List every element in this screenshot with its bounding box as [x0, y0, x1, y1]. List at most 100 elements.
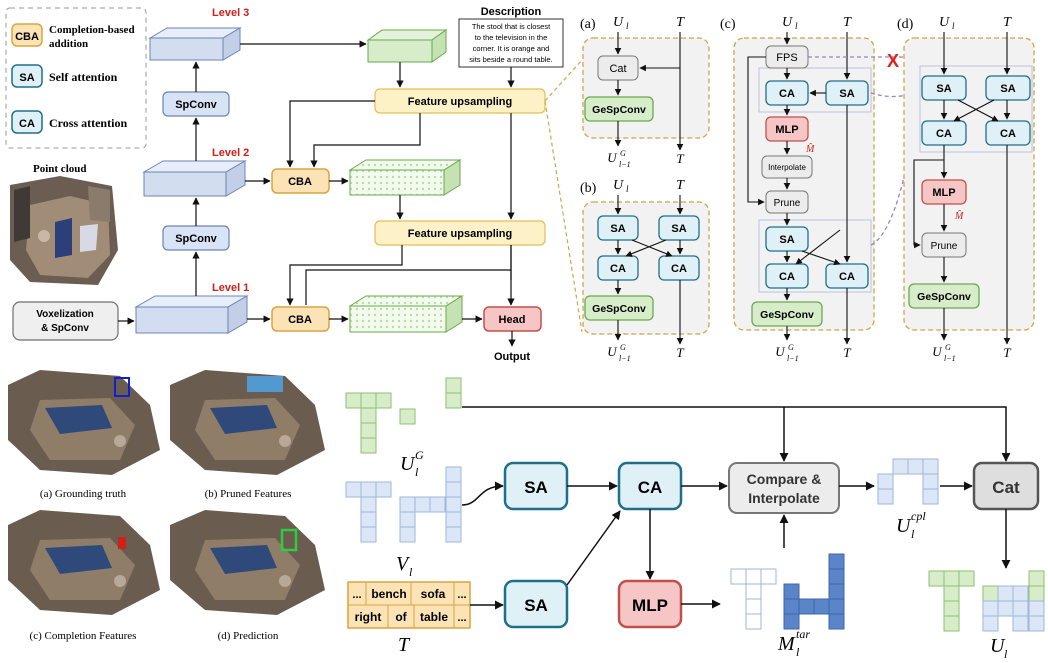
token-r2-c4: ... [457, 612, 466, 624]
compare-interpolate-box [728, 462, 840, 514]
panel-c-label: (c) [720, 17, 736, 32]
panel-d-inner-frame [919, 65, 1033, 153]
panel-c-arrows [747, 32, 851, 345]
legend-sa-tag: SA [19, 72, 34, 84]
ug-cells [345, 377, 462, 454]
thumb-b-caption: (b) Pruned Features [205, 488, 292, 500]
panel-a-ul: U [613, 15, 624, 30]
mtar-cells-filled [783, 553, 845, 630]
description-line-1: The stool that is closest [472, 22, 551, 31]
ul-green-cells [928, 570, 1045, 632]
description-line-2: to the television in the [475, 33, 548, 42]
ucpl-label-sup: cpl [911, 509, 926, 523]
panel-d-ca-left-label: CA [936, 128, 952, 140]
panel-d-ul: U [939, 15, 950, 30]
panel-c-t: T [843, 15, 852, 30]
ul-label-sub: l [1004, 647, 1008, 661]
bottom-sa-bottom-label: SA [524, 596, 548, 615]
level3-slab [148, 27, 242, 61]
t-label: T [398, 634, 411, 656]
panel-c-ug: U [775, 344, 786, 359]
panel-b-ca-right [658, 255, 700, 281]
voxelization-label-1: Voxelization [36, 309, 94, 320]
panel-c-inner-frame-bottom [758, 219, 872, 293]
panel-b-sa-right [658, 215, 700, 241]
token-r1-c2: bench [371, 587, 406, 601]
panel-a-frame [582, 37, 710, 139]
ug-label: U [400, 453, 416, 475]
thumb-completion-features [8, 510, 160, 615]
panel-c-ug-sup: G [788, 343, 794, 352]
level3-label: Level 3 [212, 7, 249, 19]
panel-d-t: T [1003, 15, 1012, 30]
output-label: Output [494, 351, 530, 363]
vl-label-sub: l [409, 565, 413, 579]
token-grid [347, 581, 471, 629]
panel-c-mhat: M̂ [805, 142, 815, 155]
zoom-connector-bottom [544, 100, 583, 333]
ug-label-sup: G [415, 448, 424, 462]
panel-b-ug: U [607, 344, 618, 359]
panel-b-gespconv-label: GeSpConv [592, 303, 646, 315]
zoom-connector-top [544, 59, 583, 102]
legend-cba-swatch [11, 23, 43, 47]
token-r2-c1: right [355, 610, 382, 624]
token-r1-c4: ... [457, 589, 466, 601]
panel-c-ca-bottom-right-label: CA [839, 271, 855, 283]
panel-d-mlp-label: MLP [932, 187, 955, 199]
ucpl-label-sub: l [911, 527, 915, 541]
bottom-mlp-label: MLP [632, 596, 668, 615]
thumb-prediction [170, 510, 325, 615]
vl-label: V [396, 553, 411, 575]
description-box [458, 18, 564, 68]
panel-b-ul: U [613, 178, 624, 193]
panel-d-sa-right-label: SA [1000, 83, 1015, 95]
purple-link-top [870, 91, 916, 99]
spconv-label-lower: SpConv [175, 233, 217, 245]
ul-blue-cells [982, 585, 1045, 632]
panel-c-ul: U [782, 15, 793, 30]
panel-b-ca-right-label: CA [671, 263, 687, 275]
thumb-c-caption: (c) Completion Features [30, 630, 137, 642]
legend-ca-text: Cross attention [49, 116, 127, 130]
voxelization-label-2: & SpConv [41, 323, 89, 334]
panel-d-gespconv-label: GeSpConv [917, 291, 971, 303]
legend-sa-text: Self attention [49, 70, 118, 84]
panel-d-ca-right [985, 120, 1031, 146]
spconv-label-upper: SpConv [175, 99, 217, 111]
panel-a-label: (a) [580, 17, 596, 32]
panel-d-mhat: M̂ [954, 209, 964, 222]
panel-d-ca-right-label: CA [1000, 128, 1016, 140]
panel-d-arrows [913, 32, 1011, 345]
ul-label: U [990, 635, 1006, 657]
cross-mark: X [887, 51, 899, 71]
panel-c-fps-label: FPS [776, 52, 797, 64]
panel-c-interpolate-label: Interpolate [768, 163, 806, 172]
panel-b-sa-right-label: SA [671, 223, 686, 235]
panel-c-frame [733, 37, 875, 331]
pipeline-arrows [118, 40, 516, 347]
panel-a-ug: U [607, 150, 618, 165]
compare-label-2: Interpolate [748, 490, 820, 506]
token-r1-c1: ... [352, 589, 361, 601]
level2-label: Level 2 [212, 147, 249, 159]
panel-c-ca-top-label: CA [779, 88, 795, 100]
description-title: Description [481, 6, 542, 18]
legend-cba-text-1: Completion-based [49, 24, 135, 36]
token-r2-c3: table [420, 610, 448, 624]
point-cloud-image [10, 176, 118, 285]
cba-label-upper: CBA [288, 176, 312, 188]
panel-c-sa-bottom-label: SA [779, 234, 794, 246]
panel-c-prune-label: Prune [774, 198, 801, 209]
panel-b-gespconv [584, 295, 654, 321]
level2-slab [142, 160, 247, 197]
panel-c-ul-sub: l [795, 21, 798, 31]
thumb-grounding-truth [8, 370, 160, 475]
voxelization-box [12, 301, 119, 341]
panel-c-ca-bottom-left-label: CA [779, 271, 795, 283]
panel-b-ca-left-label: CA [610, 263, 626, 275]
ucpl-cells [877, 458, 939, 505]
panel-b-t: T [676, 178, 685, 193]
panel-b-ug-sup: G [620, 343, 626, 352]
